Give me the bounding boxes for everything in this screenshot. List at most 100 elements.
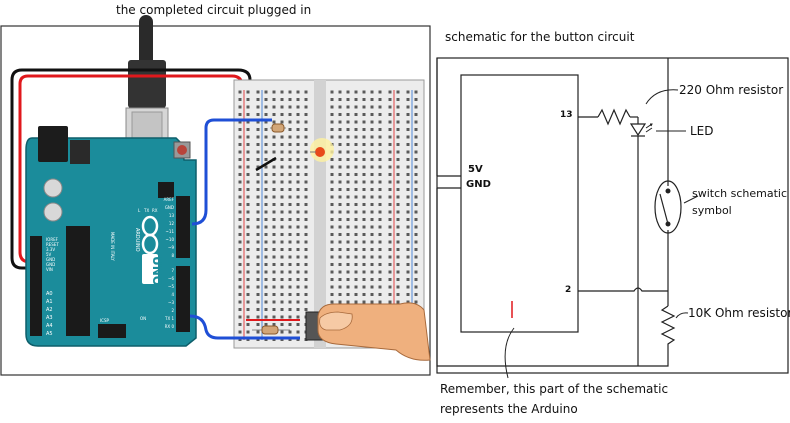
breadboard-hole	[378, 105, 382, 109]
breadboard-hole	[280, 248, 284, 251]
breadboard-hole	[396, 233, 400, 236]
breadboard-hole	[288, 173, 292, 176]
breadboard-hole	[362, 285, 366, 289]
breadboard-hole	[362, 263, 366, 266]
breadboard-hole	[288, 330, 292, 334]
breadboard-hole	[406, 143, 410, 146]
breadboard-hole	[246, 173, 250, 176]
analog-header	[30, 290, 42, 336]
breadboard-hole	[296, 143, 300, 146]
breadboard-hole	[288, 263, 292, 266]
breadboard-hole	[256, 293, 260, 296]
breadboard-hole	[296, 113, 300, 116]
breadboard-hole	[246, 210, 250, 214]
breadboard-hole	[304, 105, 308, 109]
breadboard-hole	[388, 285, 392, 289]
pin-label: IOREF	[46, 237, 59, 242]
breadboard-hole	[370, 255, 374, 259]
breadboard-hole	[272, 195, 276, 199]
label-10k-ohm: 10K Ohm resistor	[688, 306, 790, 320]
breadboard-hole	[256, 188, 260, 191]
breadboard-hole	[272, 135, 276, 139]
resistor-220-symbol	[597, 108, 631, 126]
breadboard-hole	[378, 255, 382, 259]
breadboard-hole	[264, 113, 268, 116]
breadboard-hole	[414, 240, 418, 244]
arduino-board: UNO ARDUINO MADE IN ITALY IOREF RESET 3.…	[25, 126, 197, 347]
breadboard-hole	[296, 203, 300, 206]
breadboard-hole	[256, 143, 260, 146]
breadboard-hole	[288, 240, 292, 244]
breadboard-hole	[264, 233, 268, 236]
breadboard-hole	[354, 180, 358, 184]
breadboard-hole	[354, 225, 358, 229]
breadboard-hole	[406, 270, 410, 274]
breadboard-hole	[304, 150, 308, 154]
breadboard-hole	[414, 225, 418, 229]
breadboard-hole	[414, 210, 418, 214]
schematic-title: schematic for the button circuit	[445, 30, 635, 44]
breadboard-hole	[238, 143, 242, 146]
breadboard-hole	[256, 300, 260, 304]
breadboard-hole	[256, 308, 260, 311]
breadboard-hole	[362, 143, 366, 146]
breadboard-hole	[296, 150, 300, 154]
breadboard-hole	[414, 128, 418, 131]
breadboard-hole	[370, 195, 374, 199]
breadboard-hole	[338, 270, 342, 274]
breadboard-hole	[256, 233, 260, 236]
breadboard-hole	[280, 98, 284, 101]
breadboard-hole	[346, 278, 350, 281]
breadboard-hole	[370, 105, 374, 109]
breadboard-hole	[280, 210, 284, 214]
breadboard-hole	[264, 308, 268, 311]
breadboard-hole	[304, 278, 308, 281]
breadboard-hole	[238, 240, 242, 244]
breadboard-hole	[406, 248, 410, 251]
breadboard-hole	[246, 255, 250, 259]
breadboard-hole	[256, 225, 260, 229]
breadboard-hole	[280, 165, 284, 169]
breadboard-hole	[396, 188, 400, 191]
breadboard-hole	[296, 300, 300, 304]
breadboard-hole	[378, 248, 382, 251]
breadboard-hole	[330, 255, 334, 259]
breadboard-hole	[388, 113, 392, 116]
breadboard-hole	[388, 98, 392, 101]
pin-label: 2	[171, 308, 174, 313]
breadboard-hole	[338, 113, 342, 116]
breadboard-hole	[396, 143, 400, 146]
breadboard-hole	[414, 188, 418, 191]
breadboard-hole	[370, 90, 374, 94]
breadboard-hole	[406, 225, 410, 229]
breadboard-hole	[296, 90, 300, 94]
breadboard-hole	[370, 128, 374, 131]
breadboard-hole	[330, 218, 334, 221]
schematic-panel	[436, 57, 789, 379]
breadboard-hole	[370, 143, 374, 146]
breadboard-hole	[388, 240, 392, 244]
breadboard-hole	[414, 165, 418, 169]
photo-caption: the completed circuit plugged in	[116, 3, 312, 17]
breadboard-hole	[246, 270, 250, 274]
breadboard-hole	[264, 165, 268, 169]
arduino-word: ARDUINO	[134, 228, 140, 252]
breadboard-hole	[330, 135, 334, 139]
breadboard-hole	[272, 263, 276, 266]
breadboard-hole	[338, 195, 342, 199]
breadboard-hole	[362, 255, 366, 259]
breadboard-hole	[414, 143, 418, 146]
led-glowing	[310, 138, 334, 162]
breadboard-hole	[272, 270, 276, 274]
breadboard-hole	[304, 120, 308, 124]
breadboard-hole	[338, 128, 342, 131]
breadboard-hole	[414, 98, 418, 101]
breadboard-hole	[272, 240, 276, 244]
pin-label: 4	[171, 292, 174, 297]
breadboard-hole	[288, 158, 292, 161]
breadboard-hole	[346, 128, 350, 131]
breadboard-hole	[414, 285, 418, 289]
breadboard-hole	[338, 285, 342, 289]
breadboard-hole	[256, 90, 260, 94]
breadboard-hole	[264, 150, 268, 154]
